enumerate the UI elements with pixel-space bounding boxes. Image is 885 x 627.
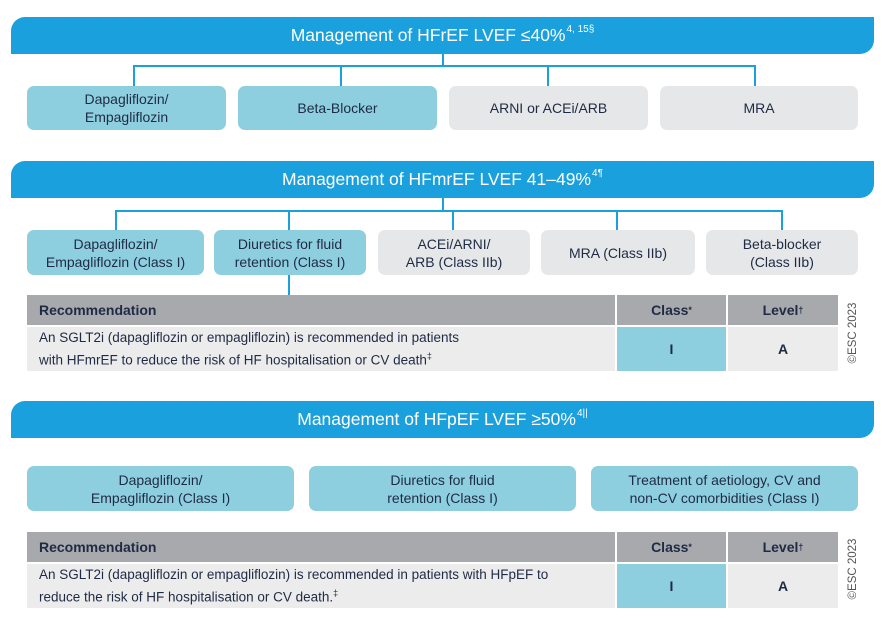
- hfmref-banner: Management of HFmrEF LVEF 41–49%4¶: [11, 161, 874, 198]
- header-label: Class: [651, 539, 689, 555]
- hfref-box-sglt2i: Dapagliflozin/ Empagliflozin: [27, 86, 226, 130]
- header-sup: *: [688, 542, 692, 552]
- hfmref-title-sup: 4¶: [592, 168, 603, 179]
- hfref-banner: Management of HFrEF LVEF ≤40%4, 15§: [11, 17, 874, 54]
- hfmref-table-row-text: An SGLT2i (dapagliflozin or empagliflozi…: [27, 327, 615, 371]
- header-label: Level: [762, 302, 799, 318]
- hfpef-table-row-text: An SGLT2i (dapagliflozin or empagliflozi…: [27, 564, 615, 608]
- header-sup: *: [688, 305, 692, 315]
- hfmref-table-header-class: Class*: [617, 295, 726, 325]
- row-sup: ‡: [333, 587, 339, 598]
- connector: [616, 210, 618, 230]
- header-label: Recommendation: [39, 302, 157, 318]
- hfpef-table-header-level: Level†: [728, 532, 838, 562]
- hfmref-box-diuretics: Diuretics for fluid retention (Class I): [214, 230, 366, 275]
- connector: [288, 274, 290, 295]
- connector: [115, 210, 783, 212]
- copyright-label: ©ESC 2023: [847, 538, 859, 600]
- connector: [452, 210, 454, 230]
- hfref-box-arni: ARNI or ACEi/ARB: [449, 86, 648, 130]
- hfpef-title: Management of HFpEF LVEF ≥50%: [297, 409, 576, 429]
- hfmref-title: Management of HFmrEF LVEF 41–49%: [282, 169, 592, 189]
- hfref-title-sup: 4, 15§: [566, 24, 595, 35]
- row-text: An SGLT2i (dapagliflozin or empagliflozi…: [39, 329, 459, 368]
- hfpef-table-header-class: Class*: [617, 532, 726, 562]
- hfmref-table-header-recommendation: Recommendation: [27, 295, 615, 325]
- hfref-box-mra: MRA: [660, 86, 858, 130]
- hfmref-table-row-level: A: [728, 327, 838, 371]
- connector: [754, 65, 756, 86]
- copyright-label: ©ESC 2023: [847, 302, 859, 364]
- hfmref-box-beta-blocker: Beta-blocker (Class IIb): [706, 230, 858, 275]
- hfpef-banner: Management of HFpEF LVEF ≥50%4||: [11, 401, 874, 438]
- hfpef-box-sglt2i: Dapagliflozin/ Empagliflozin (Class I): [27, 466, 294, 511]
- hfmref-table-header-level: Level†: [728, 295, 838, 325]
- connector: [547, 65, 549, 86]
- hfmref-box-sglt2i: Dapagliflozin/ Empagliflozin (Class I): [27, 230, 204, 275]
- row-text: An SGLT2i (dapagliflozin or empagliflozi…: [39, 566, 549, 605]
- header-label: Level: [762, 539, 799, 555]
- connector: [133, 65, 756, 67]
- hfref-box-beta-blocker: Beta-Blocker: [238, 86, 437, 130]
- hfmref-box-mra: MRA (Class IIb): [541, 230, 695, 275]
- hfpef-table-header-recommendation: Recommendation: [27, 532, 615, 562]
- connector: [115, 210, 117, 230]
- hfpef-table-row-level: A: [728, 564, 838, 608]
- connector: [442, 54, 444, 66]
- hfpef-box-aetiology: Treatment of aetiology, CV and non-CV co…: [591, 466, 858, 511]
- connector: [781, 210, 783, 230]
- connector: [288, 210, 290, 230]
- hfpef-title-sup: 4||: [576, 408, 588, 419]
- connector: [442, 198, 444, 212]
- header-sup: †: [798, 305, 804, 315]
- header-label: Recommendation: [39, 539, 157, 555]
- row-sup: ‡: [426, 350, 432, 361]
- header-sup: †: [798, 542, 804, 552]
- hfpef-box-diuretics: Diuretics for fluid retention (Class I): [309, 466, 576, 511]
- connector: [133, 65, 135, 86]
- hfpef-table-row-class: I: [617, 564, 726, 608]
- hfmref-box-acei: ACEi/ARNI/ ARB (Class IIb): [378, 230, 530, 275]
- connector: [340, 65, 342, 86]
- header-label: Class: [651, 302, 689, 318]
- hfmref-table-row-class: I: [617, 327, 726, 371]
- hfref-title: Management of HFrEF LVEF ≤40%: [290, 25, 566, 45]
